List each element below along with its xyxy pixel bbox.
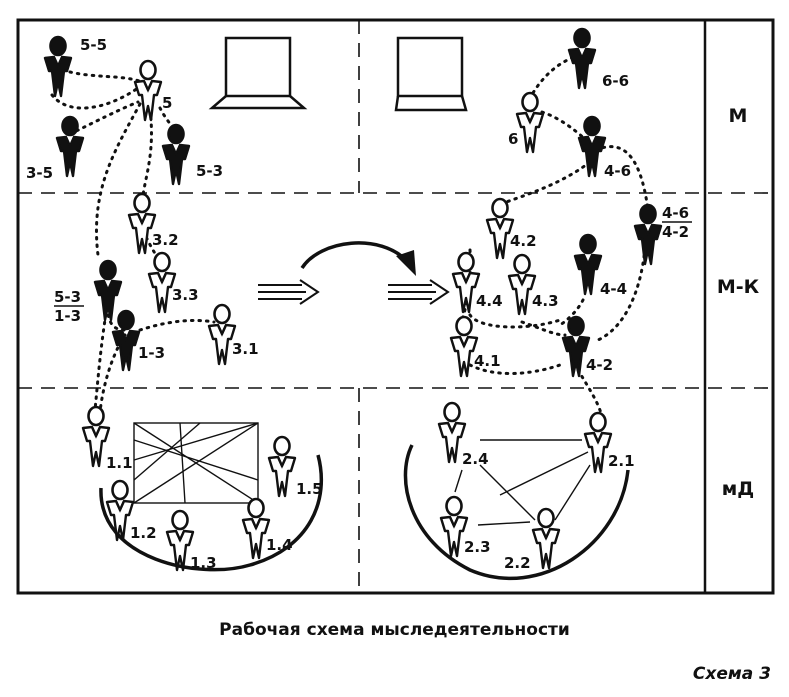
- scheme-number: Схема 3: [692, 664, 771, 684]
- figure-label: 3.2: [152, 231, 179, 249]
- figure-label: 1-3: [138, 344, 165, 362]
- figure-label: 5-3: [196, 162, 223, 180]
- figure-label: 1.4: [266, 536, 293, 554]
- person-icon: [147, 251, 177, 314]
- double-arrow-right: [388, 279, 450, 305]
- diagram-frame: [16, 18, 775, 595]
- figure-label: 4.3: [532, 292, 559, 310]
- laptop-icon: [394, 36, 468, 112]
- figure-label: 4.2: [510, 232, 537, 250]
- person-icon: [577, 115, 607, 178]
- figure-label: 2.1: [608, 452, 635, 470]
- figure-label: 2.4: [462, 450, 489, 468]
- figure-label: 6: [508, 130, 518, 148]
- person-icon: [55, 115, 85, 178]
- double-arrow-left: [258, 279, 320, 305]
- person-icon: [515, 91, 545, 154]
- person-icon: [573, 233, 603, 296]
- figure-label: 4-4: [600, 280, 627, 298]
- zone-label-md: мД: [722, 478, 754, 500]
- person-icon: [161, 123, 191, 186]
- person-icon: [439, 495, 469, 558]
- figure-label: 1.3: [190, 554, 217, 572]
- figure-label: 4-6: [662, 204, 689, 222]
- figure-label: 6-6: [602, 72, 629, 90]
- figure-label: 5: [162, 94, 172, 112]
- figure-label: 4.1: [474, 352, 501, 370]
- zone-label-m-k: М-К: [717, 276, 760, 298]
- person-icon: [583, 411, 613, 474]
- figure-label: 2.2: [504, 554, 531, 572]
- person-icon: [241, 497, 271, 560]
- figure-label-secondary: 1-3: [54, 307, 81, 325]
- figure-label: 4.4: [476, 292, 503, 310]
- group-arcs: [99, 444, 630, 581]
- person-icon: [267, 435, 297, 498]
- person-icon: [207, 303, 237, 366]
- zone-label-m: М: [729, 105, 748, 127]
- figure-label-secondary: 4-2: [662, 223, 689, 241]
- person-icon: [111, 309, 141, 372]
- person-icon: [507, 253, 537, 316]
- person-icon: [133, 59, 163, 122]
- person-icon: [561, 315, 591, 378]
- person-icon: [81, 405, 111, 468]
- figure-label: 3.1: [232, 340, 259, 358]
- person-icon: [567, 27, 597, 90]
- person-icon: [633, 203, 663, 266]
- figure-label: 2.3: [464, 538, 491, 556]
- person-icon: [451, 251, 481, 314]
- person-icon: [93, 259, 123, 322]
- person-icon: [105, 479, 135, 542]
- figure-label: 5-5: [80, 36, 107, 54]
- figure-label: 3.3: [172, 286, 199, 304]
- diagram-caption: Рабочая схема мыследеятельности: [219, 620, 570, 640]
- curved-arrow-icon: [300, 241, 416, 276]
- figure-label: 4-2: [586, 356, 613, 374]
- person-icon: [165, 509, 195, 572]
- figure-label: 5-3: [54, 288, 81, 306]
- figure-label: 4-6: [604, 162, 631, 180]
- person-icon: [485, 197, 515, 260]
- person-icon: [127, 192, 157, 255]
- figure-label: 1.1: [106, 454, 133, 472]
- person-icon: [437, 401, 467, 464]
- figure-label: 1.2: [130, 524, 157, 542]
- person-icon: [43, 35, 73, 98]
- person-icon: [531, 507, 561, 570]
- laptop-icon: [208, 36, 308, 110]
- figure-label: 1.5: [296, 480, 323, 498]
- figure-label: 3-5: [26, 164, 53, 182]
- person-icon: [449, 315, 479, 378]
- network-lines: [133, 422, 591, 526]
